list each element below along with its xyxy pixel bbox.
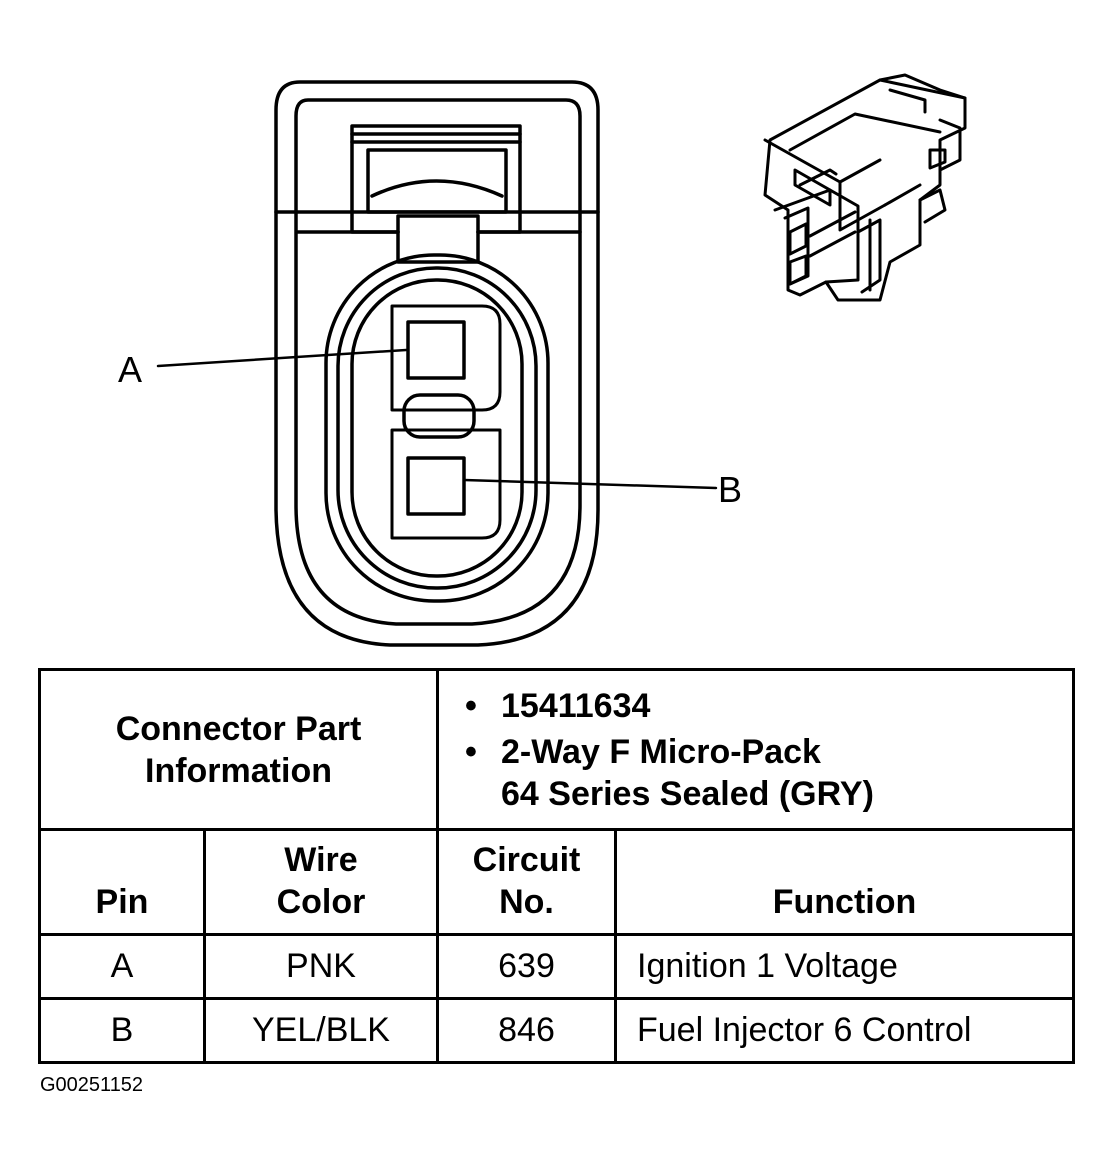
seal-inner (350, 278, 524, 578)
header-function: Function (613, 828, 1076, 936)
figure-id: G00251152 (40, 1074, 144, 1096)
connector-info-table: Connector Part Information 15411634 2-Wa… (38, 668, 1076, 1064)
pin-label-b: B (718, 469, 742, 510)
header-wire-color-line-1: Wire (284, 841, 358, 879)
header-circuit: Circuit No. (436, 828, 617, 936)
leader-line-a (156, 348, 408, 368)
header-wire-color-line-2: Color (276, 883, 366, 921)
header-circuit-line-1: Circuit (472, 841, 581, 879)
wire-color-cell: YEL/BLK (203, 997, 439, 1064)
lock-tab-ramp (370, 179, 504, 198)
table-header-row: Pin Wire Color Circuit No. Function (38, 828, 1076, 936)
lock-tab (350, 124, 522, 234)
part-info-label: Connector Part Information (38, 668, 439, 831)
leader-line-b (462, 478, 718, 490)
connector-diagram: A B (118, 73, 967, 647)
header-wire-color: Wire Color (203, 828, 439, 936)
cavity-b (406, 456, 466, 516)
part-description-line-1: 2-Way F Micro-Pack (501, 732, 821, 771)
connector-housing-outline (274, 80, 600, 647)
function-cell: Fuel Injector 6 Control (613, 997, 1076, 1064)
connector-face-view (156, 80, 718, 647)
wire-color-cell: PNK (203, 933, 439, 1000)
connector-housing-inner (294, 98, 582, 626)
part-description: 2-Way F Micro-Pack 64 Series Sealed (GRY… (465, 731, 1072, 815)
cavity-frame (390, 304, 502, 412)
header-pin: Pin (38, 828, 206, 936)
connector-isometric-view (763, 73, 967, 302)
cavity-key (402, 393, 476, 439)
cavity-a (406, 320, 466, 380)
table-row: A PNK 639 Ignition 1 Voltage (38, 933, 1076, 1000)
table-row: B YEL/BLK 846 Fuel Injector 6 Control (38, 997, 1076, 1064)
header-circuit-line-2: No. (499, 883, 554, 921)
seal-middle (336, 266, 538, 590)
function-cell: Ignition 1 Voltage (613, 933, 1076, 1000)
pin-label-a: A (118, 349, 142, 390)
lock-tab-inner (366, 148, 508, 214)
part-info-values: 15411634 2-Way F Micro-Pack 64 Series Se… (435, 668, 1076, 831)
pin-cell: B (38, 997, 206, 1064)
part-description-line-2: 64 Series Sealed (GRY) (501, 774, 874, 813)
part-info-row: Connector Part Information 15411634 2-Wa… (38, 668, 1076, 831)
lock-post (396, 230, 480, 264)
circuit-cell: 846 (436, 997, 617, 1064)
seal-outer (324, 253, 550, 603)
circuit-cell: 639 (436, 933, 617, 1000)
pin-cell: A (38, 933, 206, 1000)
part-number: 15411634 (465, 685, 1072, 727)
